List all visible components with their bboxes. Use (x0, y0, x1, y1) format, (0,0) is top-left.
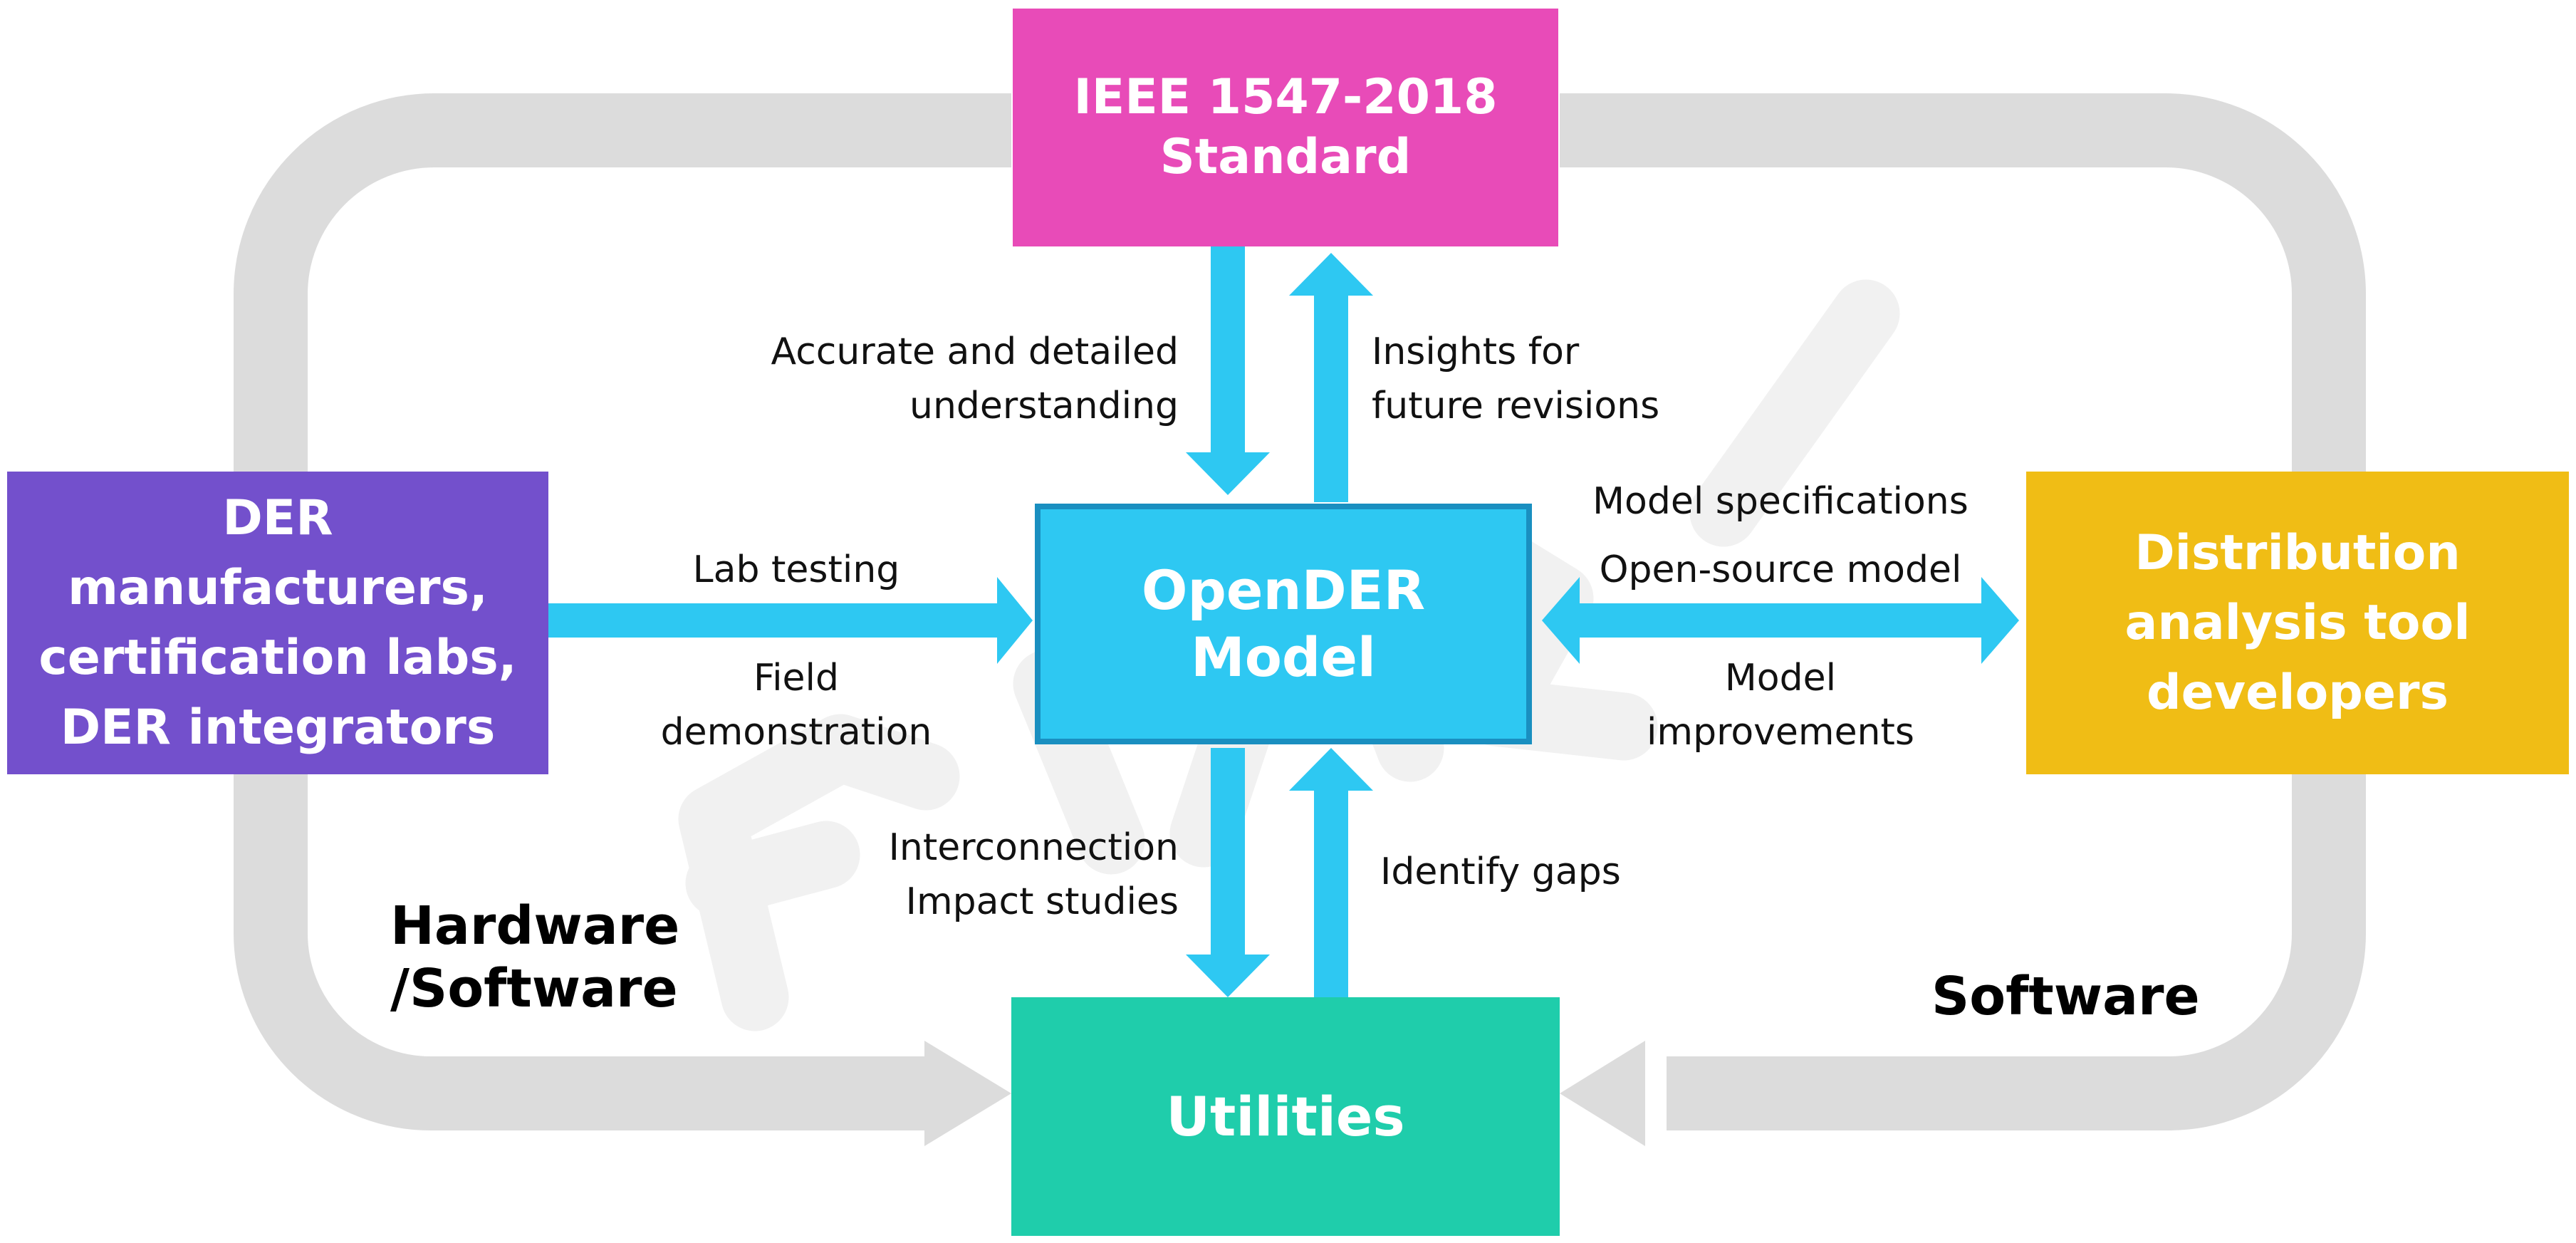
loop-arrowhead-right (1560, 1041, 1645, 1146)
accurate-label-line: understanding (909, 385, 1179, 427)
field-demo-label-line: demonstration (660, 711, 932, 754)
distribution-title-line: analysis tool (2124, 594, 2471, 651)
loop-arrowhead-left (924, 1041, 1011, 1146)
label-lab-testing: Lab testing (654, 543, 939, 597)
lab-testing-label-line: Lab testing (692, 548, 900, 591)
accurate-label-line: Accurate and detailed (771, 331, 1179, 373)
interconnection-label-line: Impact studies (905, 880, 1179, 923)
field-demo-label-line: Field (753, 657, 840, 699)
label-field-demonstration: Field demonstration (654, 651, 939, 759)
label-software: Software (1931, 965, 2200, 1028)
label-model-specifications: Model specifications (1567, 474, 1994, 529)
model-improvements-label-line: improvements (1646, 711, 1914, 754)
hardware-software-label-line: Hardware (390, 895, 680, 957)
arrow-der-to-opender (548, 577, 1033, 664)
insights-label-line: future revisions (1372, 385, 1660, 427)
opender-title-line: OpenDER (1141, 558, 1426, 622)
model-specs-label-line: Model specifications (1592, 480, 1968, 523)
der-title-line: certification labs, (38, 629, 517, 686)
opender-title-line: Model (1191, 625, 1376, 689)
flow-arrows (548, 246, 2019, 997)
label-accurate-understanding: Accurate and detailed understanding (771, 325, 1179, 433)
label-hardware-software: Hardware/Software (390, 895, 679, 1020)
model-improvements-label-line: Model (1724, 657, 1837, 699)
interconnection-label-line: Interconnection (888, 826, 1179, 869)
hardware-software-label-line: /Software (390, 958, 678, 1019)
der-title-line: DER manufacturers, (68, 489, 488, 616)
distribution-title-line: developers (2146, 664, 2449, 721)
utilities-title-line: Utilities (1166, 1084, 1405, 1148)
software-label-line: Software (1931, 966, 2200, 1027)
ieee-title-line: IEEE 1547-2018 (1073, 69, 1498, 125)
identify-gaps-label-line: Identify gaps (1380, 851, 1621, 893)
label-identify-gaps: Identify gaps (1380, 845, 1621, 899)
arrow-opender-distribution (1542, 577, 2019, 664)
arrow-opender-to-ieee (1289, 253, 1373, 502)
node-distribution-tool-developers: Distribution analysis tool developers (2026, 472, 2569, 774)
distribution-title-line: Distribution (2134, 524, 2461, 581)
arrow-utilities-to-opender (1289, 748, 1373, 997)
node-utilities: Utilities (1011, 997, 1560, 1236)
label-open-source-model: Open-source model (1567, 543, 1994, 597)
node-der-manufacturers: DER manufacturers, certification labs, DER… (7, 472, 548, 774)
arrow-ieee-to-opender (1186, 246, 1270, 495)
ieee-title-line: Standard (1159, 129, 1412, 185)
label-insights-future-revisions: Insights for future revisions (1372, 325, 1659, 433)
label-model-improvements: Model improvements (1567, 651, 1994, 759)
der-title-line: DER integrators (60, 699, 496, 756)
insights-label-line: Insights for (1372, 331, 1580, 373)
arrow-opender-to-utilities (1186, 748, 1270, 997)
open-source-label-line: Open-source model (1599, 548, 1962, 591)
